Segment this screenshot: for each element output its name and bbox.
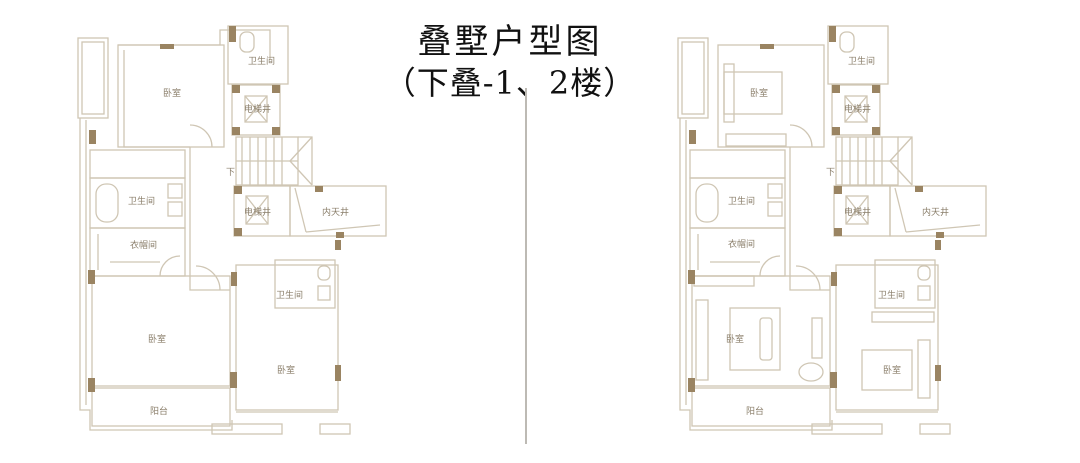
room-label-bath-top: 卫生间 [848, 55, 875, 67]
room-label-closet: 衣帽间 [728, 238, 755, 250]
room-label-elevator-top: 电梯井 [244, 103, 271, 115]
room-label-bedroom-right: 卧室 [883, 364, 901, 376]
room-label-bedroom-right: 卧室 [277, 364, 295, 376]
room-label-bedroom-left: 卧室 [726, 333, 744, 345]
room-label-bath-left: 卫生间 [128, 195, 155, 207]
stairs-down-label: 下 [226, 168, 235, 178]
room-label-bedroom-top: 卧室 [750, 87, 768, 99]
room-label-bedroom-top: 卧室 [163, 87, 181, 99]
room-label-elevator-top: 电梯井 [844, 103, 871, 115]
room-label-bath-right: 卫生间 [878, 289, 905, 301]
floor-plan-left: 卫生间 卧室 电梯井 下 卫生间 电梯井 内天井 衣帽间 卫生间 卧室 卧室 阳… [0, 0, 400, 463]
room-label-closet: 衣帽间 [130, 239, 157, 251]
room-label-bath-top: 卫生间 [248, 55, 275, 67]
room-label-balcony: 阳台 [746, 405, 764, 417]
page-subtitle: （下叠-1、2楼） [383, 64, 637, 102]
center-divider [525, 88, 527, 444]
stairs-down-label: 下 [826, 168, 835, 178]
room-label-bath-right: 卫生间 [276, 289, 303, 301]
page-title: 叠墅户型图 [417, 22, 603, 62]
room-label-courtyard: 内天井 [922, 206, 949, 218]
room-label-bath-left: 卫生间 [728, 195, 755, 207]
floor-plan-right: 卫生间 卧室 电梯井 下 卫生间 电梯井 内天井 衣帽间 卫生间 卧室 卧室 阳… [600, 0, 1000, 463]
room-label-courtyard: 内天井 [322, 206, 349, 218]
room-label-balcony: 阳台 [150, 405, 168, 417]
room-label-bedroom-left: 卧室 [148, 333, 166, 345]
room-label-elevator-mid: 电梯井 [844, 206, 871, 218]
room-label-elevator-mid: 电梯井 [244, 206, 271, 218]
